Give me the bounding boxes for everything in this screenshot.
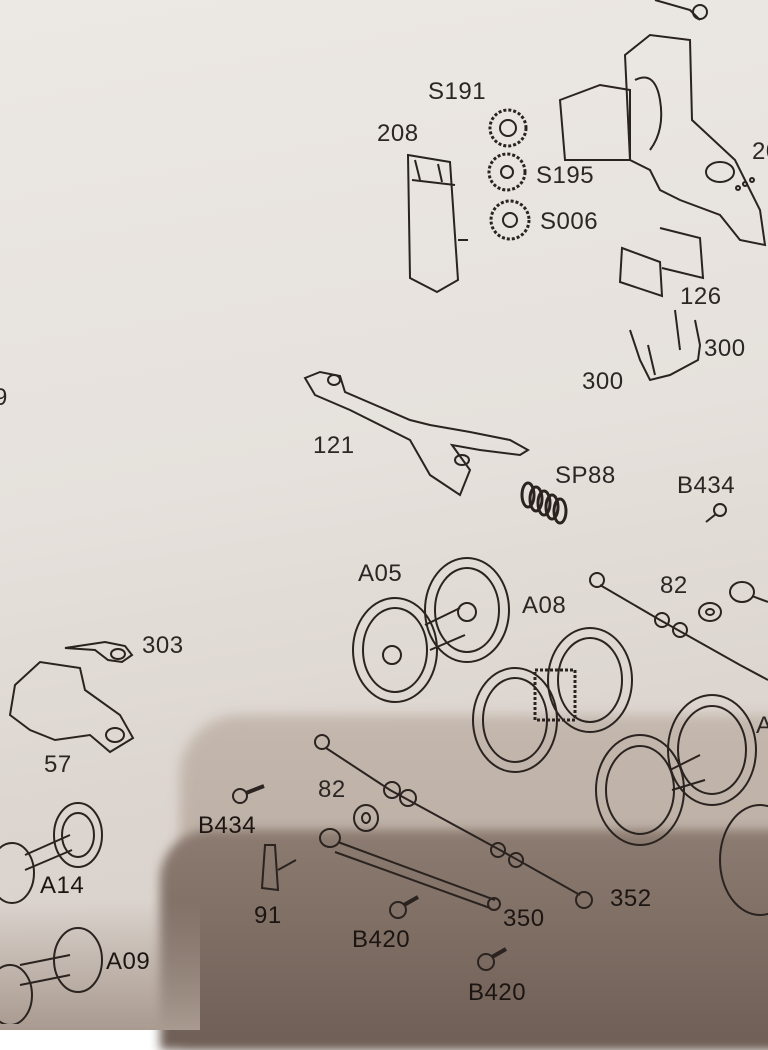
- part-208: [406, 153, 468, 294]
- label-sp88: SP88: [555, 462, 616, 489]
- label-208: 208: [377, 120, 419, 147]
- exploded-parts-diagram: [0, 0, 768, 1024]
- label-300-right: 300: [704, 335, 746, 362]
- part-top-partial: [654, 0, 708, 21]
- part-57: [8, 660, 135, 754]
- screw-b434-bottom: [232, 784, 265, 804]
- screw-b420-a: [389, 895, 419, 919]
- label-a08: A08: [522, 592, 567, 619]
- label-a14: A14: [40, 872, 85, 899]
- part-91: [260, 844, 297, 892]
- label-303: 303: [142, 632, 184, 659]
- label-82-upper: 82: [660, 572, 688, 599]
- label-9-partial: 9: [0, 384, 8, 411]
- wheelset-a08: [472, 627, 633, 773]
- label-57: 57: [44, 751, 72, 778]
- corner-shadow: [0, 900, 200, 1030]
- spring-sp88: [520, 481, 568, 525]
- wheelset-right: [595, 694, 768, 916]
- label-352: 352: [610, 885, 652, 912]
- label-b434-top: B434: [677, 472, 736, 499]
- label-300-left: 300: [582, 368, 624, 395]
- gear-s195: [487, 152, 527, 192]
- hand-shadow-dark: [160, 830, 768, 1050]
- connecting-rod-350: [319, 828, 501, 911]
- label-s195: S195: [536, 162, 595, 189]
- part-126: [618, 227, 705, 298]
- gear-s191: [488, 108, 528, 148]
- label-b420-b: B420: [468, 979, 527, 1006]
- label-a09: A09: [106, 948, 151, 975]
- label-s191: S191: [428, 78, 487, 105]
- part-300-contacts: [629, 309, 702, 382]
- label-20-partial: 20: [752, 138, 768, 165]
- coupling-rod-upper: [589, 572, 768, 681]
- wheelset-a09: [0, 927, 103, 1024]
- label-91: 91: [254, 902, 282, 929]
- wheelset-a14: [0, 802, 103, 904]
- label-82-lower: 82: [318, 776, 346, 803]
- part-303: [64, 640, 134, 664]
- label-a-partial: A: [756, 712, 768, 739]
- washer-82-upper: [698, 602, 722, 622]
- coupling-rod-352: [314, 734, 593, 909]
- gear-s006: [489, 199, 531, 241]
- label-s006: S006: [540, 208, 599, 235]
- washer-82-lower: [353, 804, 379, 832]
- label-b434-bottom: B434: [198, 812, 257, 839]
- chassis-block: [558, 33, 767, 247]
- screw-b434-top: [705, 503, 727, 523]
- label-121: 121: [313, 432, 355, 459]
- screw-b420-b: [477, 947, 507, 971]
- label-126: 126: [680, 283, 722, 310]
- part-121-lever: [303, 370, 530, 497]
- label-350: 350: [503, 905, 545, 932]
- label-b420-a: B420: [352, 926, 411, 953]
- rod-end-right: [729, 581, 768, 603]
- label-a05: A05: [358, 560, 403, 587]
- wheelset-a05: [352, 557, 510, 703]
